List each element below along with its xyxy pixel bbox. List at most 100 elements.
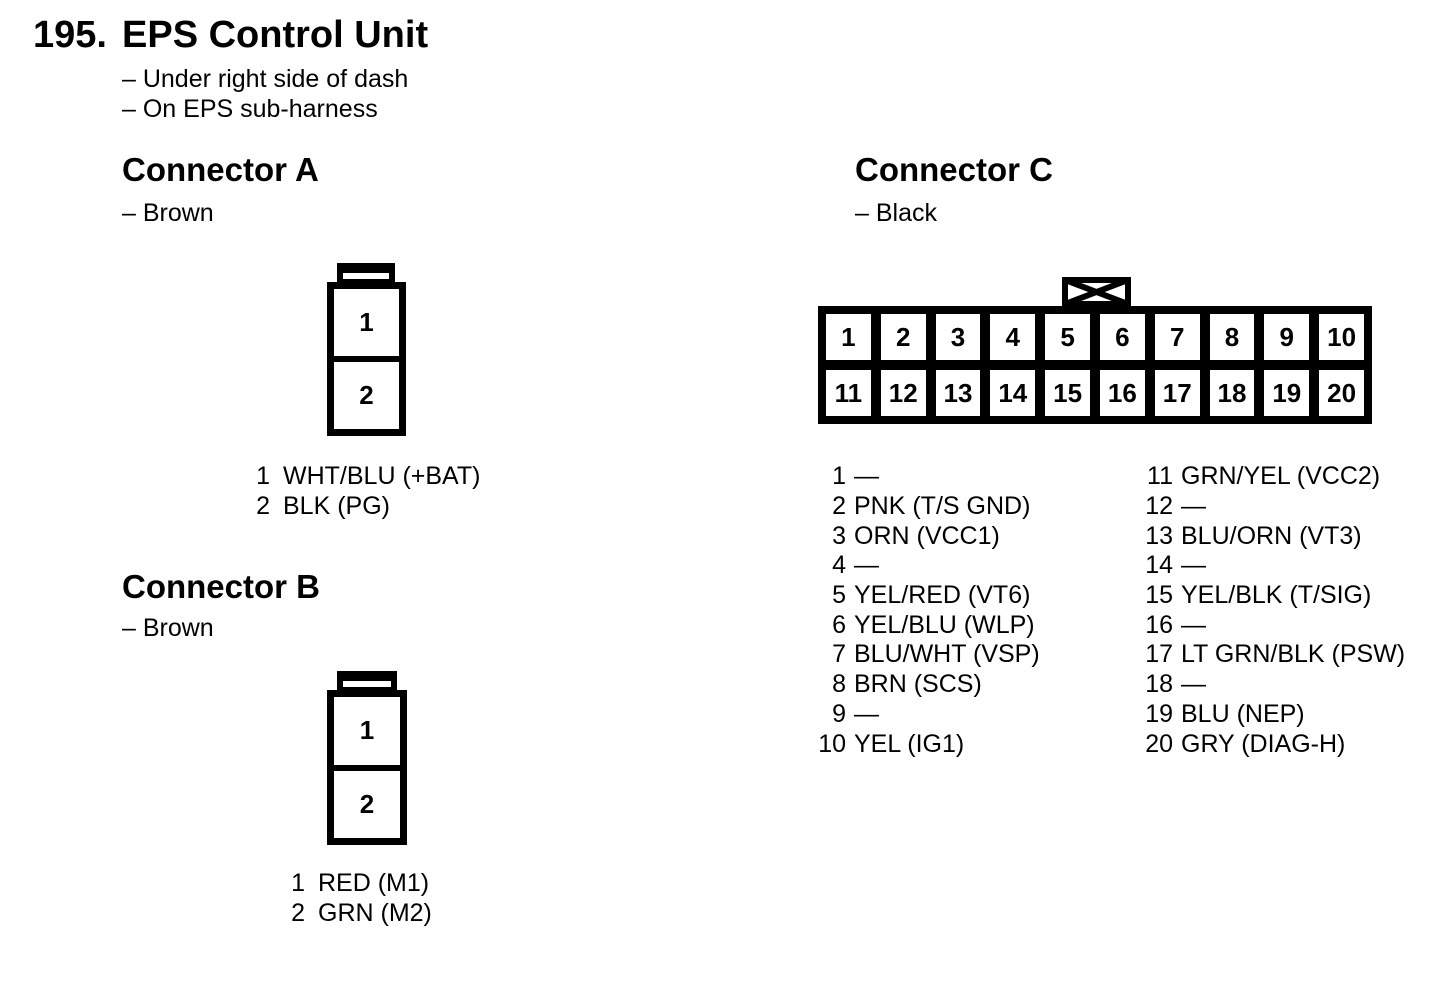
pin-number: 2: [256, 491, 270, 520]
pin-row: 2 BLK (PG): [245, 491, 480, 521]
pin-number: 7: [832, 640, 846, 669]
connector-a-title: Connector A: [122, 151, 319, 188]
pin-row: 10 YEL (IG1): [818, 729, 1040, 759]
pin-row: 1 RED (M1): [280, 868, 432, 898]
connector-b-diagram: 1 2: [327, 690, 407, 845]
pin-number: 2: [291, 898, 305, 927]
pin-row: 12 —: [1145, 492, 1405, 522]
location-note-1: – Under right side of dash: [122, 65, 409, 93]
pin-label: —: [1181, 492, 1206, 521]
pin-row: 3 ORN (VCC1): [818, 521, 1040, 551]
pin-label: BRN (SCS): [854, 670, 982, 699]
pin-row: 20 GRY (DIAG-H): [1145, 729, 1405, 759]
pin-row: 1 WHT/BLU (+BAT): [245, 461, 480, 491]
pin-label: LT GRN/BLK (PSW): [1181, 640, 1406, 669]
connector-b-pin-cell: 1: [359, 715, 375, 746]
pin-number: 13: [1145, 521, 1173, 550]
pin-label: BLU (NEP): [1181, 699, 1305, 728]
pin-row: 8 BRN (SCS): [818, 670, 1040, 700]
pin-row: 4 —: [818, 551, 1040, 581]
pin-row: 16 —: [1145, 610, 1405, 640]
pin-row: 1 —: [818, 462, 1040, 492]
pin-number: 1: [832, 462, 846, 491]
pin-number: 3: [832, 521, 846, 550]
connector-c-pin-cell: 11: [826, 370, 871, 416]
pin-row: 14 —: [1145, 551, 1405, 581]
pin-row: 17 LT GRN/BLK (PSW): [1145, 640, 1405, 670]
connector-c-pin-cell: 15: [1045, 370, 1090, 416]
connector-c-pin-cell: 1: [826, 314, 871, 360]
connector-c-pin-cell: 2: [880, 314, 926, 360]
pin-number: 20: [1145, 729, 1173, 758]
pin-number: 2: [832, 492, 846, 521]
connector-c-pin-cell: 16: [1099, 370, 1145, 416]
connector-c-pin-cell: 13: [935, 370, 981, 416]
pin-row: 19 BLU (NEP): [1145, 700, 1405, 730]
pin-label: WHT/BLU (+BAT): [283, 461, 481, 490]
pin-label: —: [854, 699, 879, 728]
pin-row: 9 —: [818, 700, 1040, 730]
pin-label: GRN (M2): [318, 898, 432, 927]
page-title: EPS Control Unit: [122, 14, 429, 56]
pin-row: 15 YEL/BLK (T/SIG): [1145, 581, 1405, 611]
pin-row: 7 BLU/WHT (VSP): [818, 640, 1040, 670]
connector-c-pin-list-left: 1 — 2 PNK (T/S GND) 3 ORN (VCC1) 4 — 5 Y…: [818, 462, 1040, 759]
pin-number: 11: [1147, 462, 1173, 491]
pin-label: YEL/RED (VT6): [854, 581, 1031, 610]
pin-number: 17: [1145, 640, 1173, 669]
pin-row: 13 BLU/ORN (VT3): [1145, 521, 1405, 551]
pin-number: 19: [1145, 699, 1173, 728]
connector-c-pin-list-right: 11 GRN/YEL (VCC2) 12 — 13 BLU/ORN (VT3) …: [1145, 462, 1405, 759]
connector-c-pin-cell: 6: [1099, 314, 1145, 360]
connector-a-color-note: – Brown: [122, 199, 214, 227]
connector-c-pin-cell: 3: [935, 314, 981, 360]
connector-c-pin-cell: 4: [990, 314, 1036, 360]
pin-number: 18: [1145, 670, 1173, 699]
pin-number: 5: [832, 581, 846, 610]
pin-label: —: [854, 551, 879, 580]
pin-number: 16: [1145, 610, 1173, 639]
pin-label: GRN/YEL (VCC2): [1181, 462, 1381, 491]
connector-a-pin-cell: 1: [359, 307, 374, 337]
pin-label: BLK (PG): [283, 491, 390, 520]
pin-label: GRY (DIAG-H): [1181, 729, 1346, 758]
pin-number: 12: [1145, 492, 1173, 521]
connector-c-pin-cell: 9: [1264, 314, 1310, 360]
connector-c-pin-cell: 12: [880, 370, 926, 416]
pin-number: 1: [291, 868, 305, 897]
pin-number: 4: [832, 551, 846, 580]
connector-c-pin-cell: 8: [1209, 314, 1255, 360]
connector-a-pin-cell: 2: [334, 356, 399, 429]
connector-c-pin-cell: 7: [1154, 314, 1200, 360]
connector-b-pin-list: 1 RED (M1) 2 GRN (M2): [280, 868, 432, 928]
pin-label: ORN (VCC1): [854, 521, 1000, 550]
connector-c-pin-cell: 14: [990, 370, 1036, 416]
connector-c-pin-cell: 19: [1264, 370, 1310, 416]
connector-c-pin-cell: 10: [1319, 314, 1364, 360]
pin-number: 15: [1145, 581, 1173, 610]
pin-label: BLU/ORN (VT3): [1181, 521, 1362, 550]
connector-a-pin-list: 1 WHT/BLU (+BAT) 2 BLK (PG): [245, 461, 480, 521]
pin-row: 18 —: [1145, 670, 1405, 700]
pin-label: YEL/BLU (WLP): [854, 610, 1035, 639]
connector-b-color-note: – Brown: [122, 614, 214, 642]
pin-row: 5 YEL/RED (VT6): [818, 581, 1040, 611]
connector-c-diagram: 1 2 3 4 5 6 7 8 9 10 11 12 13 14 15 16 1…: [818, 306, 1372, 424]
connector-c-color-note: – Black: [855, 199, 937, 227]
pin-number: 10: [818, 729, 846, 758]
pin-row: 6 YEL/BLU (WLP): [818, 610, 1040, 640]
pin-row: 2 GRN (M2): [280, 898, 432, 928]
connector-a-diagram: 1 2: [327, 282, 406, 436]
connector-b-title: Connector B: [122, 568, 320, 605]
connector-c-keying-tab-icon: [1062, 277, 1131, 307]
connector-b-pin-cell: 2: [334, 764, 400, 839]
pin-label: PNK (T/S GND): [854, 492, 1031, 521]
pin-label: RED (M1): [318, 868, 430, 897]
connector-c-pin-cell: 17: [1154, 370, 1200, 416]
pin-label: —: [1181, 610, 1206, 639]
connector-c-pin-cell: 5: [1045, 314, 1090, 360]
pin-number: 14: [1145, 551, 1173, 580]
pin-label: —: [1181, 670, 1206, 699]
pin-label: —: [1181, 551, 1206, 580]
